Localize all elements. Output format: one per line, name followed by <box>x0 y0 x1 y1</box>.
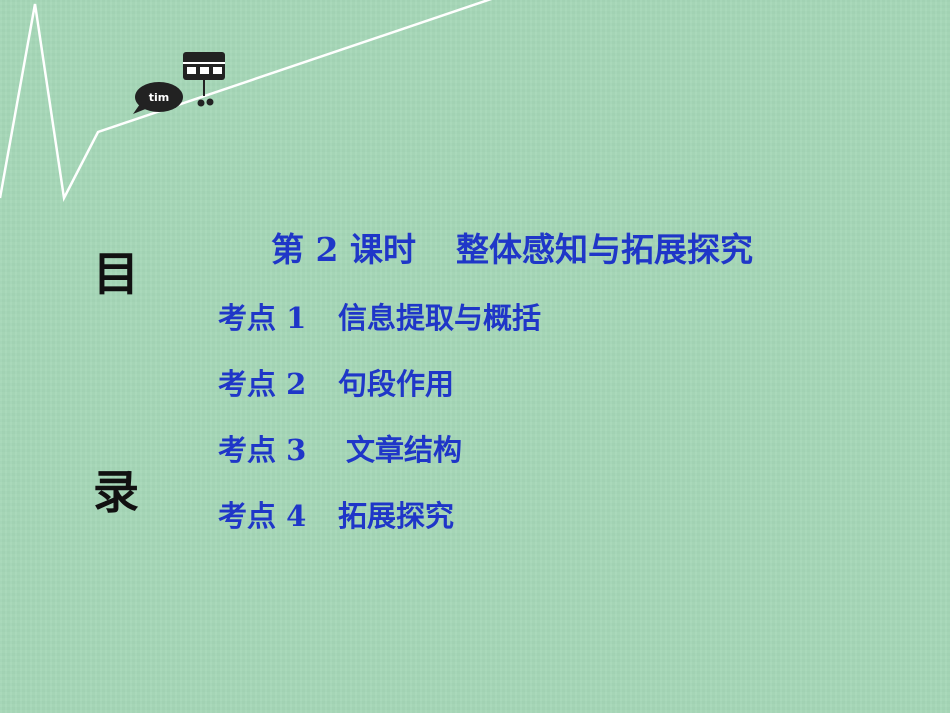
toc-item-4[interactable]: 考点 4 拓展探究 <box>218 496 454 536</box>
toc-item-text: 句段作用 <box>338 367 455 401</box>
toc-item-2[interactable]: 考点 2 句段作用 <box>218 364 454 404</box>
toc-item-label: 考点 3 <box>218 433 307 467</box>
toc-item-1[interactable]: 考点 1 信息提取与概括 <box>218 298 541 338</box>
lesson-heading[interactable]: 第 2 课时整体感知与拓展探究 <box>271 228 753 272</box>
toc-item-text: 文章结构 <box>346 433 463 467</box>
toc-item-label: 考点 4 <box>218 499 307 533</box>
toc-item-3[interactable]: 考点 3 文章结构 <box>218 430 462 470</box>
contents-char-top: 目 <box>93 247 139 301</box>
contents-char-bottom: 录 <box>93 465 139 519</box>
lesson-number: 第 2 课时 <box>271 230 416 269</box>
zigzag-line <box>0 0 493 203</box>
chat-bubble-text: tim <box>149 91 170 104</box>
toc-item-text: 拓展探究 <box>338 499 455 533</box>
toc-item-label: 考点 2 <box>218 367 307 401</box>
toc-item-label: 考点 1 <box>218 301 307 335</box>
toc-item-text: 信息提取与概括 <box>338 301 542 335</box>
lesson-title: 整体感知与拓展探究 <box>455 230 753 269</box>
chat-bubble-icon: tim <box>133 82 183 114</box>
sign-board-icon <box>183 52 225 107</box>
